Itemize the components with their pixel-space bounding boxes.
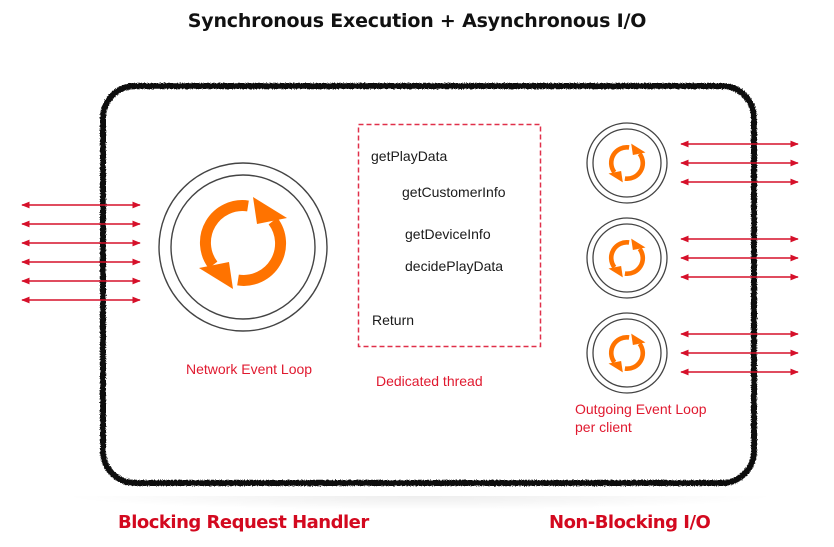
network-event-loop bbox=[158, 162, 328, 332]
diagram-title: Synchronous Execution + Asynchronous I/O bbox=[187, 10, 647, 32]
outgoing-event-loop-1 bbox=[586, 122, 668, 204]
network-event-loop-label: Network Event Loop bbox=[186, 361, 313, 377]
outgoing-connections bbox=[680, 140, 799, 376]
dedicated-thread-label: Dedicated thread bbox=[376, 373, 483, 389]
thread-step-return: Return bbox=[372, 312, 415, 328]
blocking-request-handler-label: Blocking Request Handler bbox=[118, 512, 369, 533]
thread-step-decide-play-data: decidePlayData bbox=[405, 258, 504, 274]
refresh-cycle-icon bbox=[609, 144, 646, 183]
outgoing-event-loop-label-sub: per client bbox=[575, 419, 632, 435]
non-blocking-io-label: Non-Blocking I/O bbox=[549, 512, 711, 533]
thread-step-get-play-data: getPlayData bbox=[371, 148, 448, 164]
request-handler-box bbox=[100, 83, 757, 486]
refresh-cycle-icon bbox=[609, 334, 646, 373]
outgoing-event-loop-3 bbox=[586, 312, 668, 394]
thread-step-get-customer-info: getCustomerInfo bbox=[402, 184, 506, 200]
thread-step-get-device-info: getDeviceInfo bbox=[405, 226, 491, 242]
outgoing-event-loop-2 bbox=[586, 217, 668, 299]
refresh-cycle-icon bbox=[199, 197, 287, 289]
box-shadow bbox=[60, 496, 780, 510]
outgoing-event-loop-label: Outgoing Event Loop bbox=[575, 401, 707, 417]
refresh-cycle-icon bbox=[609, 239, 646, 278]
incoming-connections bbox=[21, 201, 141, 304]
dedicated-thread-box bbox=[357, 123, 542, 348]
